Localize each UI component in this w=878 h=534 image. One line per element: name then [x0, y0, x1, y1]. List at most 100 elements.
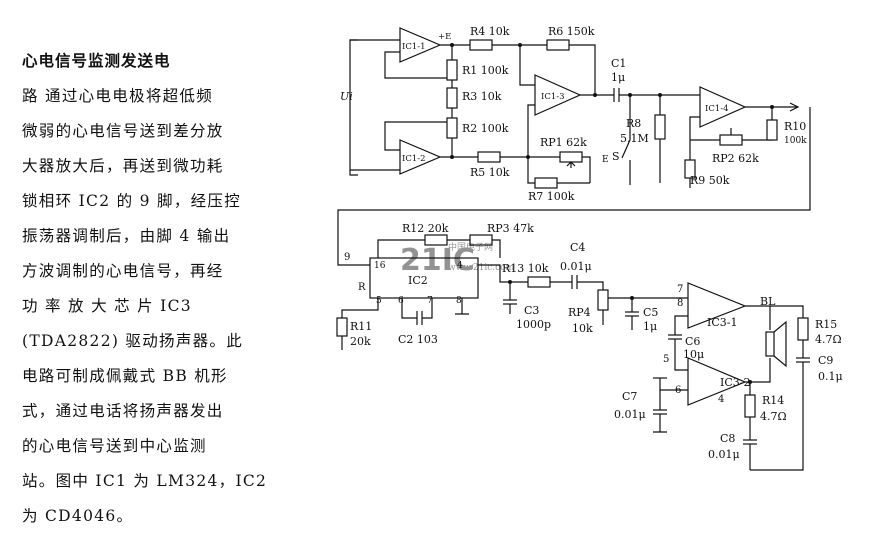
svg-text:IC1-3: IC1-3: [541, 92, 565, 102]
ic2-pin: R: [358, 282, 366, 293]
resistor-r13: [527, 276, 551, 288]
opamp-ic1-1: IC1-1: [399, 27, 442, 63]
label-c7: C7: [622, 390, 637, 403]
ic3-pin: 7: [677, 284, 683, 295]
article-line: 式，通过电话将扬声器发出: [22, 402, 224, 420]
wire-ic1-to-ic2: [337, 107, 811, 266]
label-r10: R10: [784, 120, 806, 133]
article-line: (TDA2822) 驱动扬声器。此: [22, 332, 244, 350]
switch-s: [621, 95, 631, 159]
label-c2: C2 103: [398, 333, 438, 346]
label-c4: C4: [570, 241, 585, 254]
label-r8-value: 5.1M: [620, 132, 649, 145]
label-c9: C9: [818, 354, 833, 367]
label-c3-value: 1000p: [516, 318, 551, 331]
label-r1: R1 100k: [462, 64, 509, 77]
label-r11: R11: [350, 320, 372, 333]
resistor-r5: [477, 151, 501, 163]
article-line: 微弱的心电信号送到差分放: [22, 122, 224, 140]
ic2-pin: 9: [344, 252, 350, 263]
label-r11-value: 20k: [350, 335, 371, 348]
opamp-ic1-3: IC1-3: [534, 74, 582, 116]
svg-text:IC1-2: IC1-2: [402, 154, 426, 164]
wire: [674, 350, 688, 371]
speaker-bl: [765, 320, 787, 368]
label-c5: C5: [643, 306, 658, 319]
output-arrow: [789, 102, 800, 112]
label-rp3: RP3 47k: [487, 222, 534, 235]
label-r8: R8: [626, 117, 641, 130]
label-c9-value: 0.1μ: [818, 370, 843, 383]
wire: [569, 44, 596, 97]
circuit-schematic: Ui IC1-1 +E R4 10k R6 150k R1 100k R3 10…: [336, 25, 843, 471]
label-c3: C3: [524, 304, 539, 317]
resistor-r7: [534, 177, 558, 189]
article-line: 锁相环 IC2 的 9 脚，经压控: [22, 192, 242, 210]
wire: [689, 116, 700, 160]
ic2-pin: 8: [456, 296, 462, 306]
resistor-r2: [446, 117, 458, 139]
ground-symbol: [653, 414, 667, 433]
label-c4-value: 0.01μ: [560, 260, 592, 273]
label-r5: R5 10k: [470, 166, 510, 179]
label-r6: R6 150k: [548, 25, 595, 38]
wire: [401, 298, 417, 319]
junction: [593, 93, 597, 97]
wire: [341, 298, 379, 318]
svg-text:21IC: 21IC: [400, 243, 475, 278]
article-line: 大器放大后，再送到微功耗: [22, 157, 224, 175]
label-r13: R13 10k: [502, 262, 549, 275]
label-r14-value: 4.7Ω: [760, 410, 787, 423]
junction: [450, 155, 454, 159]
article-line: 方波调制的心电信号，再经: [22, 262, 224, 280]
label-rp2: RP2 62k: [712, 152, 759, 165]
label-c1: C1: [611, 57, 626, 70]
label-c6: C6: [685, 335, 700, 348]
junction: [518, 43, 522, 47]
article-line: 电路可制成佩戴式 BB 机形: [22, 367, 228, 385]
wire: [770, 305, 804, 318]
label-c7-value: 0.01μ: [614, 408, 646, 421]
opamp-ic1-2: IC1-2: [399, 139, 442, 175]
label-c5-value: 1μ: [643, 320, 657, 333]
wire: [745, 305, 771, 330]
label-r12: R12 20k: [402, 222, 449, 235]
label-r3: R3 10k: [462, 90, 502, 103]
resistor-r6: [546, 39, 570, 51]
label-ic2: IC2: [408, 274, 428, 287]
article-line: 振荡器调制后，由脚 4 输出: [22, 227, 231, 245]
svg-text:IC3-2: IC3-2: [720, 376, 750, 389]
wire: [582, 156, 591, 183]
wire: [527, 157, 535, 184]
resistor-r11: [336, 317, 348, 337]
supply-label: +E: [438, 32, 451, 42]
ground-symbol: [455, 298, 469, 315]
wire: [422, 298, 433, 319]
watermark-logo: 21IC 中国电子网 www.21ic.com: [400, 241, 515, 278]
label-r14: R14: [762, 394, 784, 407]
label-rp4: RP4: [568, 306, 591, 319]
resistor-r3: [446, 87, 458, 109]
resistor-r14: [744, 394, 756, 418]
wire: [377, 239, 425, 258]
label-rp4-value: 10k: [572, 322, 593, 335]
ic2-pin: 4: [457, 261, 463, 271]
label-c8: C8: [720, 432, 735, 445]
ic2-chip: [369, 257, 479, 299]
opamp-ic1-4: IC1-4: [699, 86, 747, 128]
svg-text:IC3-1: IC3-1: [707, 316, 737, 329]
article-line: 功 率 放 大 芯 片 IC3: [22, 297, 192, 315]
article-line: 站。图中 IC1 为 LM324，IC2: [22, 472, 268, 490]
amplifier-ic3-2: IC3-2: [687, 357, 750, 406]
amplifier-ic3-1: IC3-1: [687, 282, 747, 329]
wire: [745, 358, 771, 383]
ic2-pin: 7: [427, 296, 433, 306]
potentiometer-rp2: [719, 134, 743, 146]
resistor-r1: [446, 59, 458, 81]
wire: [500, 104, 535, 158]
ic2-pin: 6: [398, 296, 404, 306]
svg-text:www.21ic.com: www.21ic.com: [448, 263, 515, 273]
wire: [384, 121, 447, 151]
svg-text:中国电子网: 中国电子网: [448, 241, 493, 253]
input-bracket: [349, 39, 358, 176]
